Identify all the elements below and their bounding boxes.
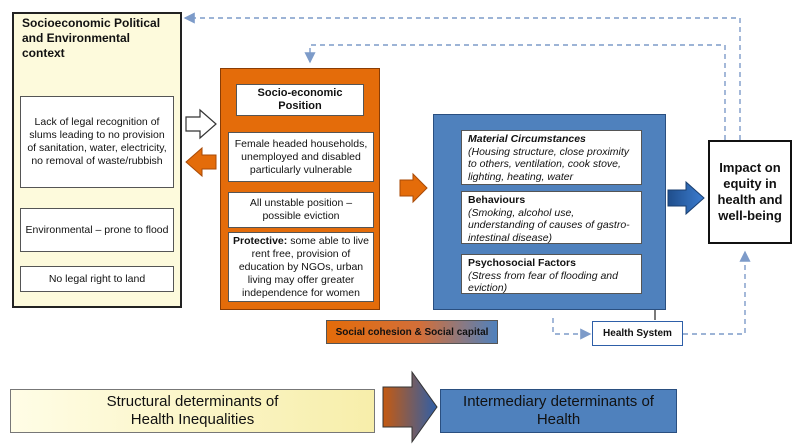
context-item-land-rights: No legal right to land — [20, 266, 174, 292]
psychosocial-factors-box: Psychosocial Factors (Stress from fear o… — [461, 254, 642, 294]
position-item-vulnerable: Female headed households, unemployed and… — [228, 132, 374, 182]
context-title: Socioeconomic Political and Environmenta… — [22, 16, 161, 60]
intermediary-determinants-label: Intermediary determinants of Health — [440, 389, 677, 433]
social-cohesion-bar: Social cohesion & Social capital — [326, 320, 498, 344]
psychosocial-factors-text: (Stress from fear of flooding and evicti… — [468, 269, 618, 295]
psychosocial-factors-title: Psychosocial Factors — [468, 257, 576, 269]
health-system-box: Health System — [592, 321, 683, 346]
inner-feedback-line — [304, 44, 726, 140]
protective-content: Protective: some able to live rent free,… — [232, 235, 370, 300]
position-to-context-arrow — [185, 146, 217, 178]
material-circumstances-title: Material Circumstances — [468, 133, 586, 145]
position-item-eviction: All unstable position – possible evictio… — [228, 192, 374, 228]
feedback-arrows — [183, 12, 751, 340]
context-to-position-arrow — [185, 108, 217, 140]
material-circumstances-box: Material Circumstances (Housing structur… — [461, 130, 642, 185]
intermediary-to-impact-arrow — [667, 180, 705, 216]
impact-box: Impact on equity in health and well-bein… — [708, 140, 792, 244]
structural-determinants-label: Structural determinants of Health Inequa… — [10, 389, 375, 433]
protective-label: Protective: — [233, 234, 288, 247]
structural-to-intermediary-arrow — [382, 370, 438, 444]
health-system-right-line — [683, 250, 751, 335]
behaviours-text: (Smoking, alcohol use, understanding of … — [468, 206, 630, 244]
context-item-environmental: Environmental – prone to flood — [20, 208, 174, 252]
protective-text: some able to live rent free, provision o… — [238, 234, 369, 299]
behaviours-box: Behaviours (Smoking, alcohol use, unders… — [461, 191, 642, 244]
behaviours-title: Behaviours — [468, 194, 526, 206]
position-title: Socio-economic Position — [236, 84, 364, 116]
outer-feedback-line — [183, 12, 741, 140]
position-item-protective: Protective: some able to live rent free,… — [228, 232, 374, 302]
material-circumstances-text: (Housing structure, close proximity to o… — [468, 145, 630, 183]
context-item-legal-recognition: Lack of legal recognition of slums leadi… — [20, 96, 174, 188]
health-system-left-line — [552, 318, 592, 340]
position-to-intermediary-arrow — [399, 172, 428, 204]
